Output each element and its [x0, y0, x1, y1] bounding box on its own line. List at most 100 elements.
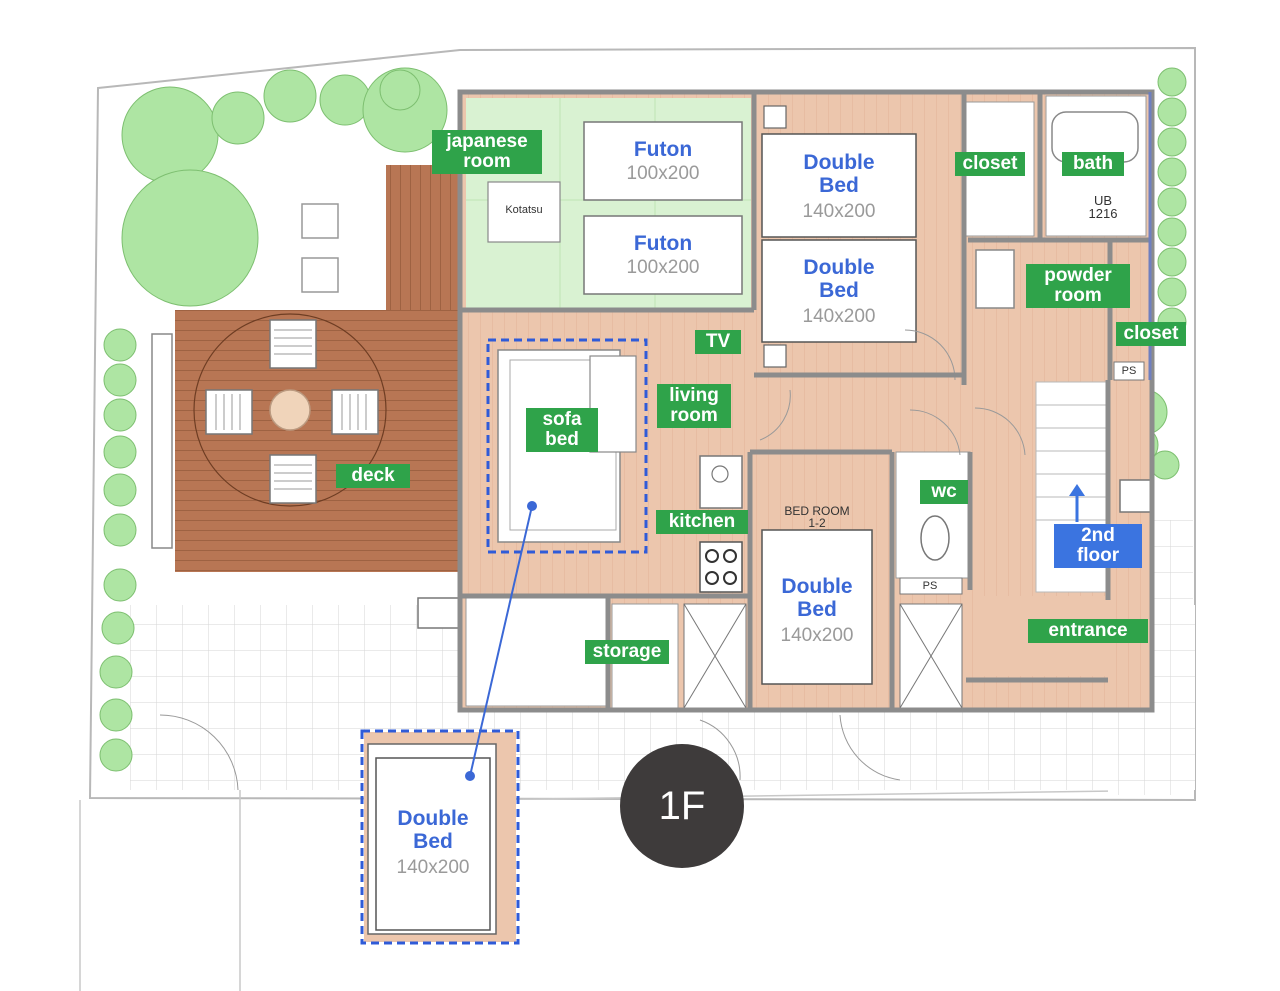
ub-label: UB 1216: [1080, 194, 1126, 220]
double-bed-3-title: Double: [781, 575, 853, 598]
double-bed-2-size: 140x200: [802, 306, 876, 327]
arrow-up-icon: [1069, 484, 1085, 522]
entrance-text: entrance: [1048, 620, 1128, 641]
detached-bed-title: Double: [397, 807, 469, 830]
double-bed-1: [761, 133, 917, 238]
double-bed-1-title: Bed: [819, 174, 859, 197]
deck-area: [175, 310, 460, 572]
storage-label: storage: [585, 640, 669, 664]
bench: [151, 333, 173, 549]
toilet-icon: [920, 515, 950, 561]
living-room-label-line: living: [669, 385, 719, 406]
detached-bed-text: Double Bed 140x200: [376, 807, 490, 879]
detached-bed-title: Bed: [413, 830, 453, 853]
deck-furniture: [205, 319, 379, 504]
nightstand: [763, 105, 787, 129]
deck-label: deck: [336, 464, 410, 488]
bath-label: bath: [1062, 152, 1124, 176]
japanese-room-label: japanese room: [432, 130, 542, 174]
powder-room-label: powder room: [1026, 264, 1130, 308]
second-floor-label-line: 2nd: [1081, 525, 1115, 546]
bedroom-code-label: BED ROOM 1-2: [772, 505, 862, 529]
bath-text: bath: [1072, 153, 1114, 174]
stepping-stone: [301, 257, 339, 293]
deck-chair-slats: [215, 329, 367, 490]
japanese-room-label-line: japanese: [446, 131, 528, 152]
kitchen-text: kitchen: [668, 511, 736, 532]
futon-2-text: Futon 100x200: [584, 232, 742, 279]
walls: [457, 89, 1155, 713]
futon-1: [583, 121, 743, 201]
storage-text: storage: [592, 641, 662, 662]
wc-label: wc: [920, 480, 968, 504]
deck-text: deck: [351, 465, 395, 486]
sink-drain: [711, 465, 729, 483]
bedroom-code-line: BED ROOM: [784, 504, 850, 518]
living-room-label-line: room: [670, 405, 718, 426]
ps-label-2: PS: [1121, 365, 1137, 377]
property-boundary: [88, 46, 1196, 802]
sofa-bed-label: sofa bed: [526, 408, 598, 452]
closet-2-label: closet: [1116, 322, 1186, 346]
engawa: [386, 165, 458, 310]
closet-1-label: closet: [955, 152, 1025, 176]
second-floor-label: 2nd floor: [1054, 524, 1142, 568]
powder-room-label-line: room: [1054, 285, 1102, 306]
ub-label-line: UB: [1093, 193, 1113, 208]
japanese-room-label-line: room: [463, 151, 511, 172]
double-bed-2: [761, 239, 917, 343]
bedroom-code-line: 1-2: [808, 516, 826, 530]
futon-2-title: Futon: [633, 232, 693, 255]
double-bed-3-text: Double Bed 140x200: [762, 575, 872, 647]
deck-circle: [193, 313, 387, 507]
double-bed-2-text: Double Bed 140x200: [762, 256, 916, 328]
nightstand: [763, 344, 787, 368]
wc-text: wc: [931, 481, 957, 502]
double-bed-3-size: 140x200: [780, 625, 854, 646]
sofa-bed-label-line: sofa: [542, 409, 582, 430]
floor-badge: 1F: [620, 744, 744, 868]
detached-highlight: [360, 729, 520, 945]
entrance-label: entrance: [1028, 619, 1148, 643]
tree-icon: [121, 67, 448, 307]
hedge-left: [99, 328, 137, 772]
detached-bed: [375, 757, 491, 931]
detached-bed-size: 140x200: [396, 857, 470, 878]
powder-room-sink: [975, 249, 1015, 309]
futon-2-size: 100x200: [626, 257, 700, 278]
stepping-stone: [301, 203, 339, 239]
futon-1-title: Futon: [633, 138, 693, 161]
tv-label: TV: [695, 330, 741, 354]
futon-2: [583, 215, 743, 295]
sofa-highlight: [486, 338, 648, 554]
ub-label-line: 1216: [1088, 206, 1118, 221]
second-floor-label-line: floor: [1076, 545, 1120, 566]
double-bed-1-text: Double Bed 140x200: [762, 151, 916, 223]
stove-icon: [699, 541, 743, 593]
double-bed-2-title: Double: [803, 256, 875, 279]
ps-label-1: PS: [922, 580, 938, 592]
ps-box-2: [1113, 361, 1145, 381]
door-swing-icon: [159, 329, 1026, 791]
ps-box-1: [899, 577, 963, 595]
kotatsu-label: Kotatsu: [505, 204, 543, 216]
stove-burners: [705, 549, 737, 585]
futon-1-size: 100x200: [626, 163, 700, 184]
sofa-bed-connector: [465, 501, 537, 781]
garden-sink: [417, 597, 461, 629]
tv-text: TV: [705, 331, 731, 352]
double-bed-2-title: Bed: [819, 279, 859, 302]
closet-1-text: closet: [962, 153, 1018, 174]
powder-room-label-line: powder: [1044, 265, 1112, 286]
living-room-label: living room: [657, 384, 731, 428]
kitchen-label: kitchen: [656, 510, 748, 534]
double-bed-3-title: Bed: [797, 598, 837, 621]
double-bed-3: [761, 529, 873, 685]
kotatsu-table: [487, 181, 561, 243]
closet-2-text: closet: [1123, 323, 1179, 344]
sofa-bed-label-line: bed: [545, 429, 579, 450]
futon-1-text: Futon 100x200: [584, 138, 742, 185]
double-bed-1-size: 140x200: [802, 201, 876, 222]
entrance-sink: [1119, 479, 1153, 513]
double-bed-1-title: Double: [803, 151, 875, 174]
